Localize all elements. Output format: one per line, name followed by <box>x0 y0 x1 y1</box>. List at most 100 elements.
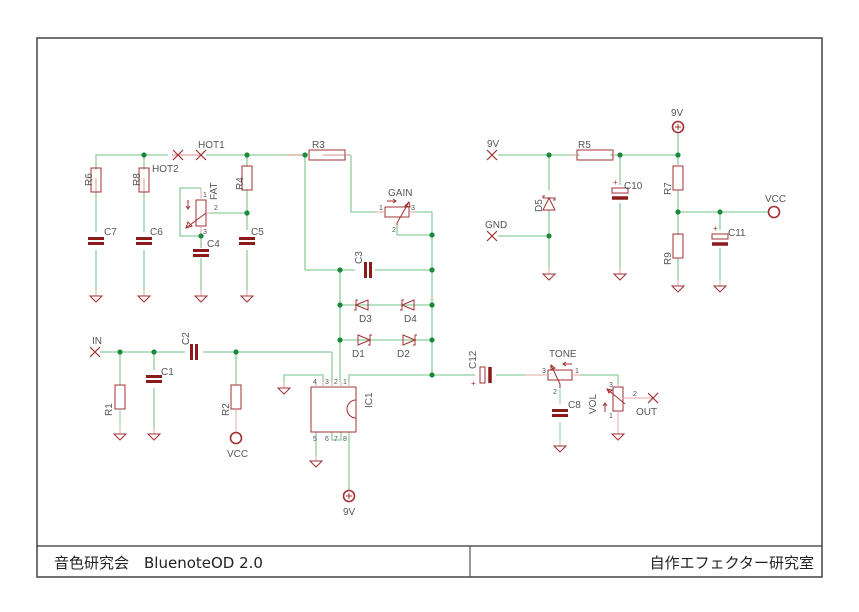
label-r2: R2 <box>221 403 232 416</box>
ground-symbol <box>113 427 127 441</box>
diode-d1 <box>357 334 372 346</box>
label-c4: C4 <box>207 239 220 250</box>
vcc-symbol-r2 <box>229 431 243 445</box>
ground-symbol <box>671 279 685 293</box>
resistor-r5 <box>576 149 614 161</box>
pin-number: 2 <box>553 389 557 396</box>
vcc-symbol-out <box>767 205 781 219</box>
ground-symbol <box>553 439 567 453</box>
label-vcc: VCC <box>765 194 786 205</box>
pin-number: 1 <box>343 379 347 386</box>
label-c6: C6 <box>150 227 163 238</box>
label-r5: R5 <box>578 140 591 151</box>
drawing-frame <box>36 37 823 578</box>
label-c11: C11 <box>728 228 746 239</box>
diode-d4 <box>400 299 415 311</box>
title-block-project: 音色研究会 BluenoteOD 2.0 <box>54 554 263 572</box>
svg-text:+: + <box>613 178 618 187</box>
in-terminal <box>89 346 101 358</box>
label-r9: R9 <box>663 252 674 265</box>
ground-symbol <box>147 427 161 441</box>
label-r6: R6 <box>84 173 95 186</box>
ground-symbol <box>611 427 625 441</box>
label-vcc-r2: VCC <box>227 449 248 460</box>
label-d2: D2 <box>397 349 410 360</box>
label-c2: C2 <box>181 332 192 345</box>
pin-number: 1 <box>575 368 579 375</box>
label-c3: C3 <box>354 251 365 264</box>
ic1-opamp <box>310 382 357 433</box>
capacitor-c11: + <box>711 224 729 246</box>
pin-number: 1 <box>203 192 207 199</box>
pin-number: 2 <box>334 379 338 386</box>
ground-symbol <box>240 289 254 303</box>
label-tone: TONE <box>549 349 577 360</box>
pin-number: 6 <box>325 436 329 443</box>
label-vol: VOL <box>588 394 599 414</box>
label-gain: GAIN <box>388 188 412 199</box>
pin-number: 2 <box>214 205 218 212</box>
ground-symbol <box>89 289 103 303</box>
label-d3: D3 <box>359 314 372 325</box>
label-out: OUT <box>636 407 657 418</box>
ground-symbol <box>194 289 208 303</box>
capacitor-c5 <box>237 237 257 245</box>
resistor-r2 <box>230 384 242 410</box>
label-c7: C7 <box>104 227 117 238</box>
label-r7: R7 <box>663 182 674 195</box>
pin-number: 8 <box>343 436 347 443</box>
potentiometer-tone <box>525 361 580 440</box>
junctions <box>117 152 723 378</box>
diode-d2 <box>402 334 417 346</box>
pin-number: 4 <box>313 379 317 386</box>
label-c1: C1 <box>161 367 174 378</box>
pin-number: 3 <box>203 229 207 236</box>
ground-symbol <box>542 267 556 281</box>
diode-d3 <box>354 299 369 311</box>
label-hot1: HOT1 <box>198 140 225 151</box>
pin-number: 3 <box>411 205 415 212</box>
label-c5: C5 <box>251 227 264 238</box>
capacitor-c12: + <box>471 366 492 388</box>
capacitor-c4 <box>191 249 211 257</box>
ground-symbol <box>277 381 291 395</box>
pin-number: 7 <box>334 436 338 443</box>
label-r8: R8 <box>132 173 143 186</box>
label-ic1: IC1 <box>364 392 375 408</box>
label-c8: C8 <box>568 400 581 411</box>
ps-9v-terminal <box>486 149 498 161</box>
pin-number: 3 <box>325 379 329 386</box>
capacitor-c6 <box>134 237 154 245</box>
resistor-r7 <box>672 165 684 191</box>
svg-text:+: + <box>471 379 476 388</box>
zener-diode-d5 <box>542 195 556 211</box>
label-top-9v: 9V <box>671 108 684 119</box>
pin-number: 5 <box>313 436 317 443</box>
pin-number: 2 <box>633 391 637 398</box>
capacitor-c8 <box>550 409 570 417</box>
ps-gnd-terminal <box>486 230 498 242</box>
label-gnd: GND <box>485 220 507 231</box>
label-ps-9v: 9V <box>487 139 500 150</box>
resistor-r9 <box>672 233 684 259</box>
label-hot2: HOT2 <box>152 164 179 175</box>
pin-number: 3 <box>609 382 613 389</box>
title-block-author: 自作エフェクター研究室 <box>649 554 814 572</box>
pin-number: 1 <box>379 205 383 212</box>
pin-number: 1 <box>609 413 613 420</box>
resistor-r1 <box>114 384 126 410</box>
power-9v-ic <box>342 489 356 503</box>
capacitor-c10: + <box>611 178 629 200</box>
potentiometer-fat <box>185 188 210 236</box>
label-c10: C10 <box>624 181 643 192</box>
label-fat: FAT <box>209 182 220 200</box>
pin-number: 2 <box>392 227 396 234</box>
capacitor-c3 <box>364 260 372 280</box>
label-r1: R1 <box>104 403 115 416</box>
power-9v-top <box>671 120 685 134</box>
potentiometer-vol <box>602 383 652 428</box>
label-in: IN <box>92 336 102 347</box>
svg-text:+: + <box>713 224 718 233</box>
capacitor-c1 <box>144 375 164 383</box>
